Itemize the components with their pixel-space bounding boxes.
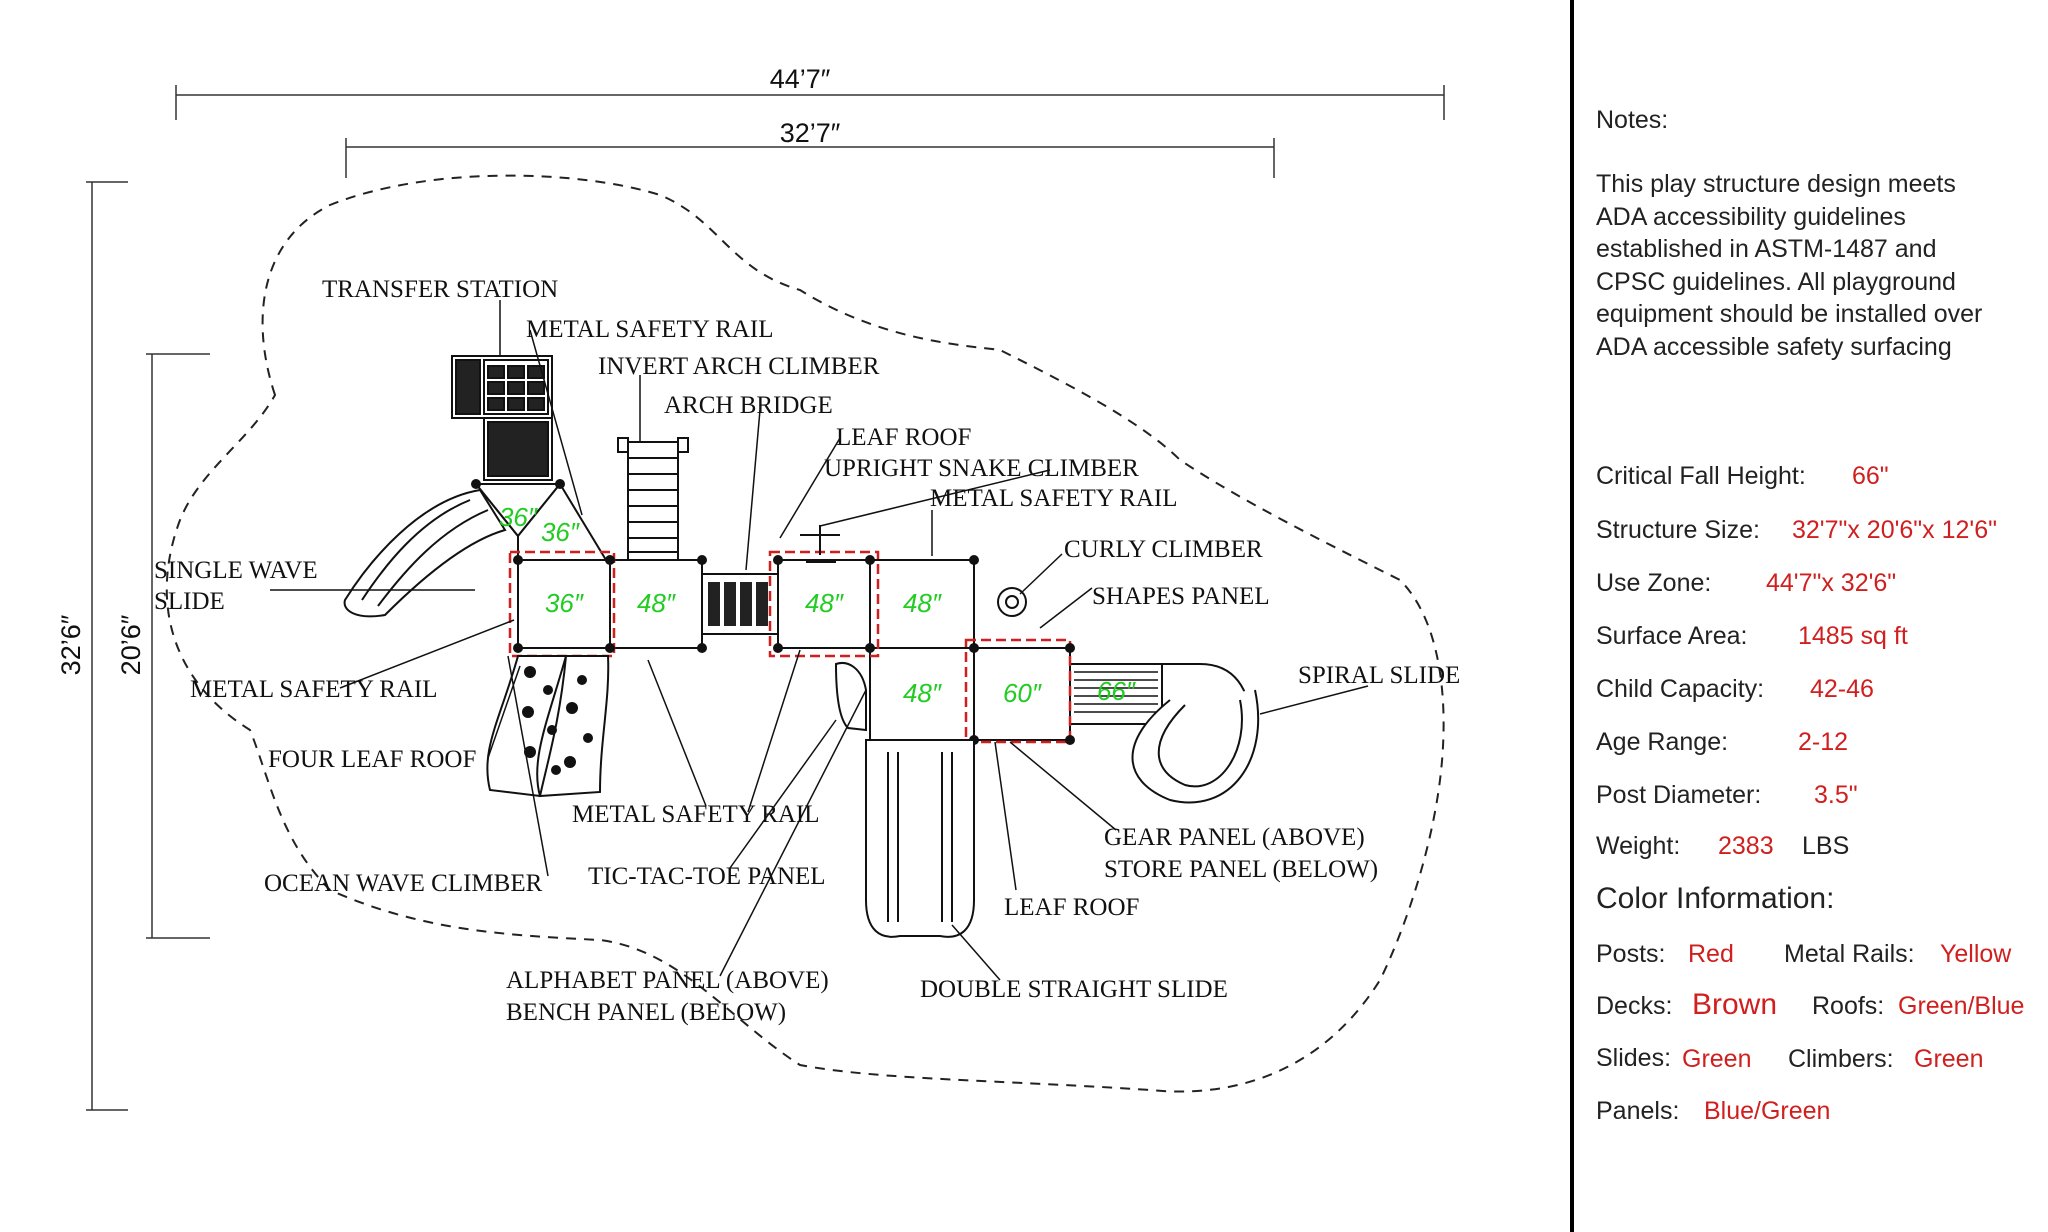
slides-label: Slides: — [1596, 1044, 1672, 1072]
callout-four-leaf-roof: FOUR LEAF ROOF — [268, 746, 476, 773]
leader-lines — [270, 300, 1369, 981]
dimension-overall-width-label: 44’7″ — [770, 64, 831, 94]
use-zone-value: 44'7"x 32'6" — [1766, 569, 1897, 597]
color-info-heading: Color Information: — [1596, 882, 1835, 915]
child-capacity-value: 42-46 — [1810, 675, 1874, 703]
double-straight-slide — [834, 662, 975, 938]
dimension-inner-width-label: 32’7″ — [780, 118, 841, 148]
callout-leaf-roof: LEAF ROOF — [836, 424, 971, 451]
transfer-station — [451, 355, 563, 538]
weight-label: Weight: — [1596, 832, 1681, 860]
invert-arch-climber — [617, 437, 689, 561]
use-zone-label: Use Zone: — [1596, 569, 1712, 597]
dimension-overall-height-label: 32’6″ — [56, 614, 86, 675]
dimension-inner-height-label: 20’6″ — [116, 614, 146, 675]
age-range-label: Age Range: — [1596, 728, 1729, 756]
curly-climber — [973, 587, 1027, 620]
metal-rails-value: Yellow — [1940, 940, 2012, 968]
post-diameter-value: 3.5" — [1814, 781, 1858, 809]
callout-gear-panel: GEAR PANEL (ABOVE) — [1104, 824, 1365, 851]
roofs-label: Roofs: — [1812, 992, 1885, 1020]
deck-height-label: 60″ — [1003, 678, 1042, 708]
callout-upright-snake-climber: UPRIGHT SNAKE CLIMBER — [824, 455, 1139, 482]
dimension-inner-height — [146, 353, 210, 939]
callout-bench-panel: BENCH PANEL (BELOW) — [506, 999, 786, 1026]
deck-height-label: 36″ — [541, 517, 580, 547]
age-range-value: 2-12 — [1798, 728, 1849, 756]
callout-single-wave-slide: SINGLE WAVE — [154, 557, 318, 584]
notes-paragraph: This play structure design meets ADA acc… — [1596, 170, 1983, 361]
roofs-value: Green/Blue — [1898, 992, 2025, 1020]
deck-height-label: 48″ — [637, 588, 676, 618]
notes-panel: Notes: This play structure design meets … — [1596, 0, 2036, 1232]
deck-height-label: 36″ — [545, 588, 584, 618]
posts-value: Red — [1688, 940, 1734, 968]
arch-bridge — [708, 582, 768, 626]
callout-shapes-panel: SHAPES PANEL — [1092, 583, 1270, 610]
deck-height-label: 48″ — [903, 588, 942, 618]
callout-invert-arch-climber: INVERT ARCH CLIMBER — [598, 353, 880, 380]
panels-label: Panels: — [1596, 1097, 1680, 1125]
structure-size-label: Structure Size: — [1596, 516, 1760, 544]
posts-label: Posts: — [1596, 940, 1666, 968]
callout-alphabet-panel: ALPHABET PANEL (ABOVE) — [506, 967, 829, 994]
hatched-deck — [1074, 671, 1158, 713]
ocean-wave-climber — [486, 655, 610, 798]
callout-curly-climber: CURLY CLIMBER — [1064, 536, 1263, 563]
structure-size-value: 32'7"x 20'6"x 12'6" — [1792, 516, 1997, 544]
callout-arch-bridge: ARCH BRIDGE — [664, 392, 833, 419]
site-plan-drawing: 44’7″ 32’7″ 32’6″ 20’6″ — [56, 64, 1460, 1111]
callout-metal-safety-rail: METAL SAFETY RAIL — [572, 801, 820, 828]
callout-store-panel: STORE PANEL (BELOW) — [1104, 856, 1378, 883]
spiral-slide — [1131, 663, 1260, 804]
deck-height-label: 48″ — [805, 588, 844, 618]
panel-divider — [1570, 0, 1574, 1232]
callout-metal-safety-rail: METAL SAFETY RAIL — [930, 485, 1178, 512]
callout-metal-safety-rail: METAL SAFETY RAIL — [526, 316, 774, 343]
callout-spiral-slide: SPIRAL SLIDE — [1298, 662, 1460, 689]
surface-area-value: 1485 sq ft — [1798, 622, 1908, 650]
callout-tic-tac-toe-panel: TIC-TAC-TOE PANEL — [588, 863, 826, 890]
callout-metal-safety-rail: METAL SAFETY RAIL — [190, 676, 438, 703]
metal-rails-label: Metal Rails: — [1784, 940, 1915, 968]
critical-fall-height-label: Critical Fall Height: — [1596, 462, 1806, 490]
decks-label: Decks: — [1596, 992, 1673, 1020]
dimension-overall-width — [175, 85, 1445, 120]
callout-double-straight-slide: DOUBLE STRAIGHT SLIDE — [920, 976, 1228, 1003]
ocean-wave-climber-holds — [522, 666, 593, 775]
deck-height-label: 36″ — [499, 502, 538, 532]
upright-snake-climber — [800, 525, 840, 563]
callout-single-wave-slide: SLIDE — [154, 588, 225, 615]
posts — [471, 479, 1075, 745]
post-diameter-label: Post Diameter: — [1596, 781, 1762, 809]
use-zone-outline — [165, 174, 1445, 1093]
notes-heading: Notes: — [1596, 106, 1669, 134]
callout-ocean-wave-climber: OCEAN WAVE CLIMBER — [264, 870, 543, 897]
deck-height-label: 48″ — [903, 678, 942, 708]
deck-height-label: 66″ — [1097, 676, 1136, 706]
surface-area-label: Surface Area: — [1596, 622, 1748, 650]
critical-fall-height-value: 66" — [1852, 462, 1889, 490]
decks-value: Brown — [1692, 988, 1778, 1021]
dimension-overall-height — [86, 181, 128, 1111]
callout-transfer-station: TRANSFER STATION — [322, 276, 558, 303]
climbers-value: Green — [1914, 1045, 1984, 1073]
callout-leaf-roof: LEAF ROOF — [1004, 894, 1139, 921]
child-capacity-label: Child Capacity: — [1596, 675, 1765, 703]
slides-value: Green — [1682, 1045, 1752, 1073]
panels-value: Blue/Green — [1704, 1097, 1831, 1125]
single-wave-slide — [343, 488, 507, 618]
weight-unit: LBS — [1802, 832, 1850, 860]
weight-value: 2383 — [1718, 832, 1774, 860]
climbers-label: Climbers: — [1788, 1045, 1894, 1073]
dimension-inner-width — [345, 138, 1275, 178]
